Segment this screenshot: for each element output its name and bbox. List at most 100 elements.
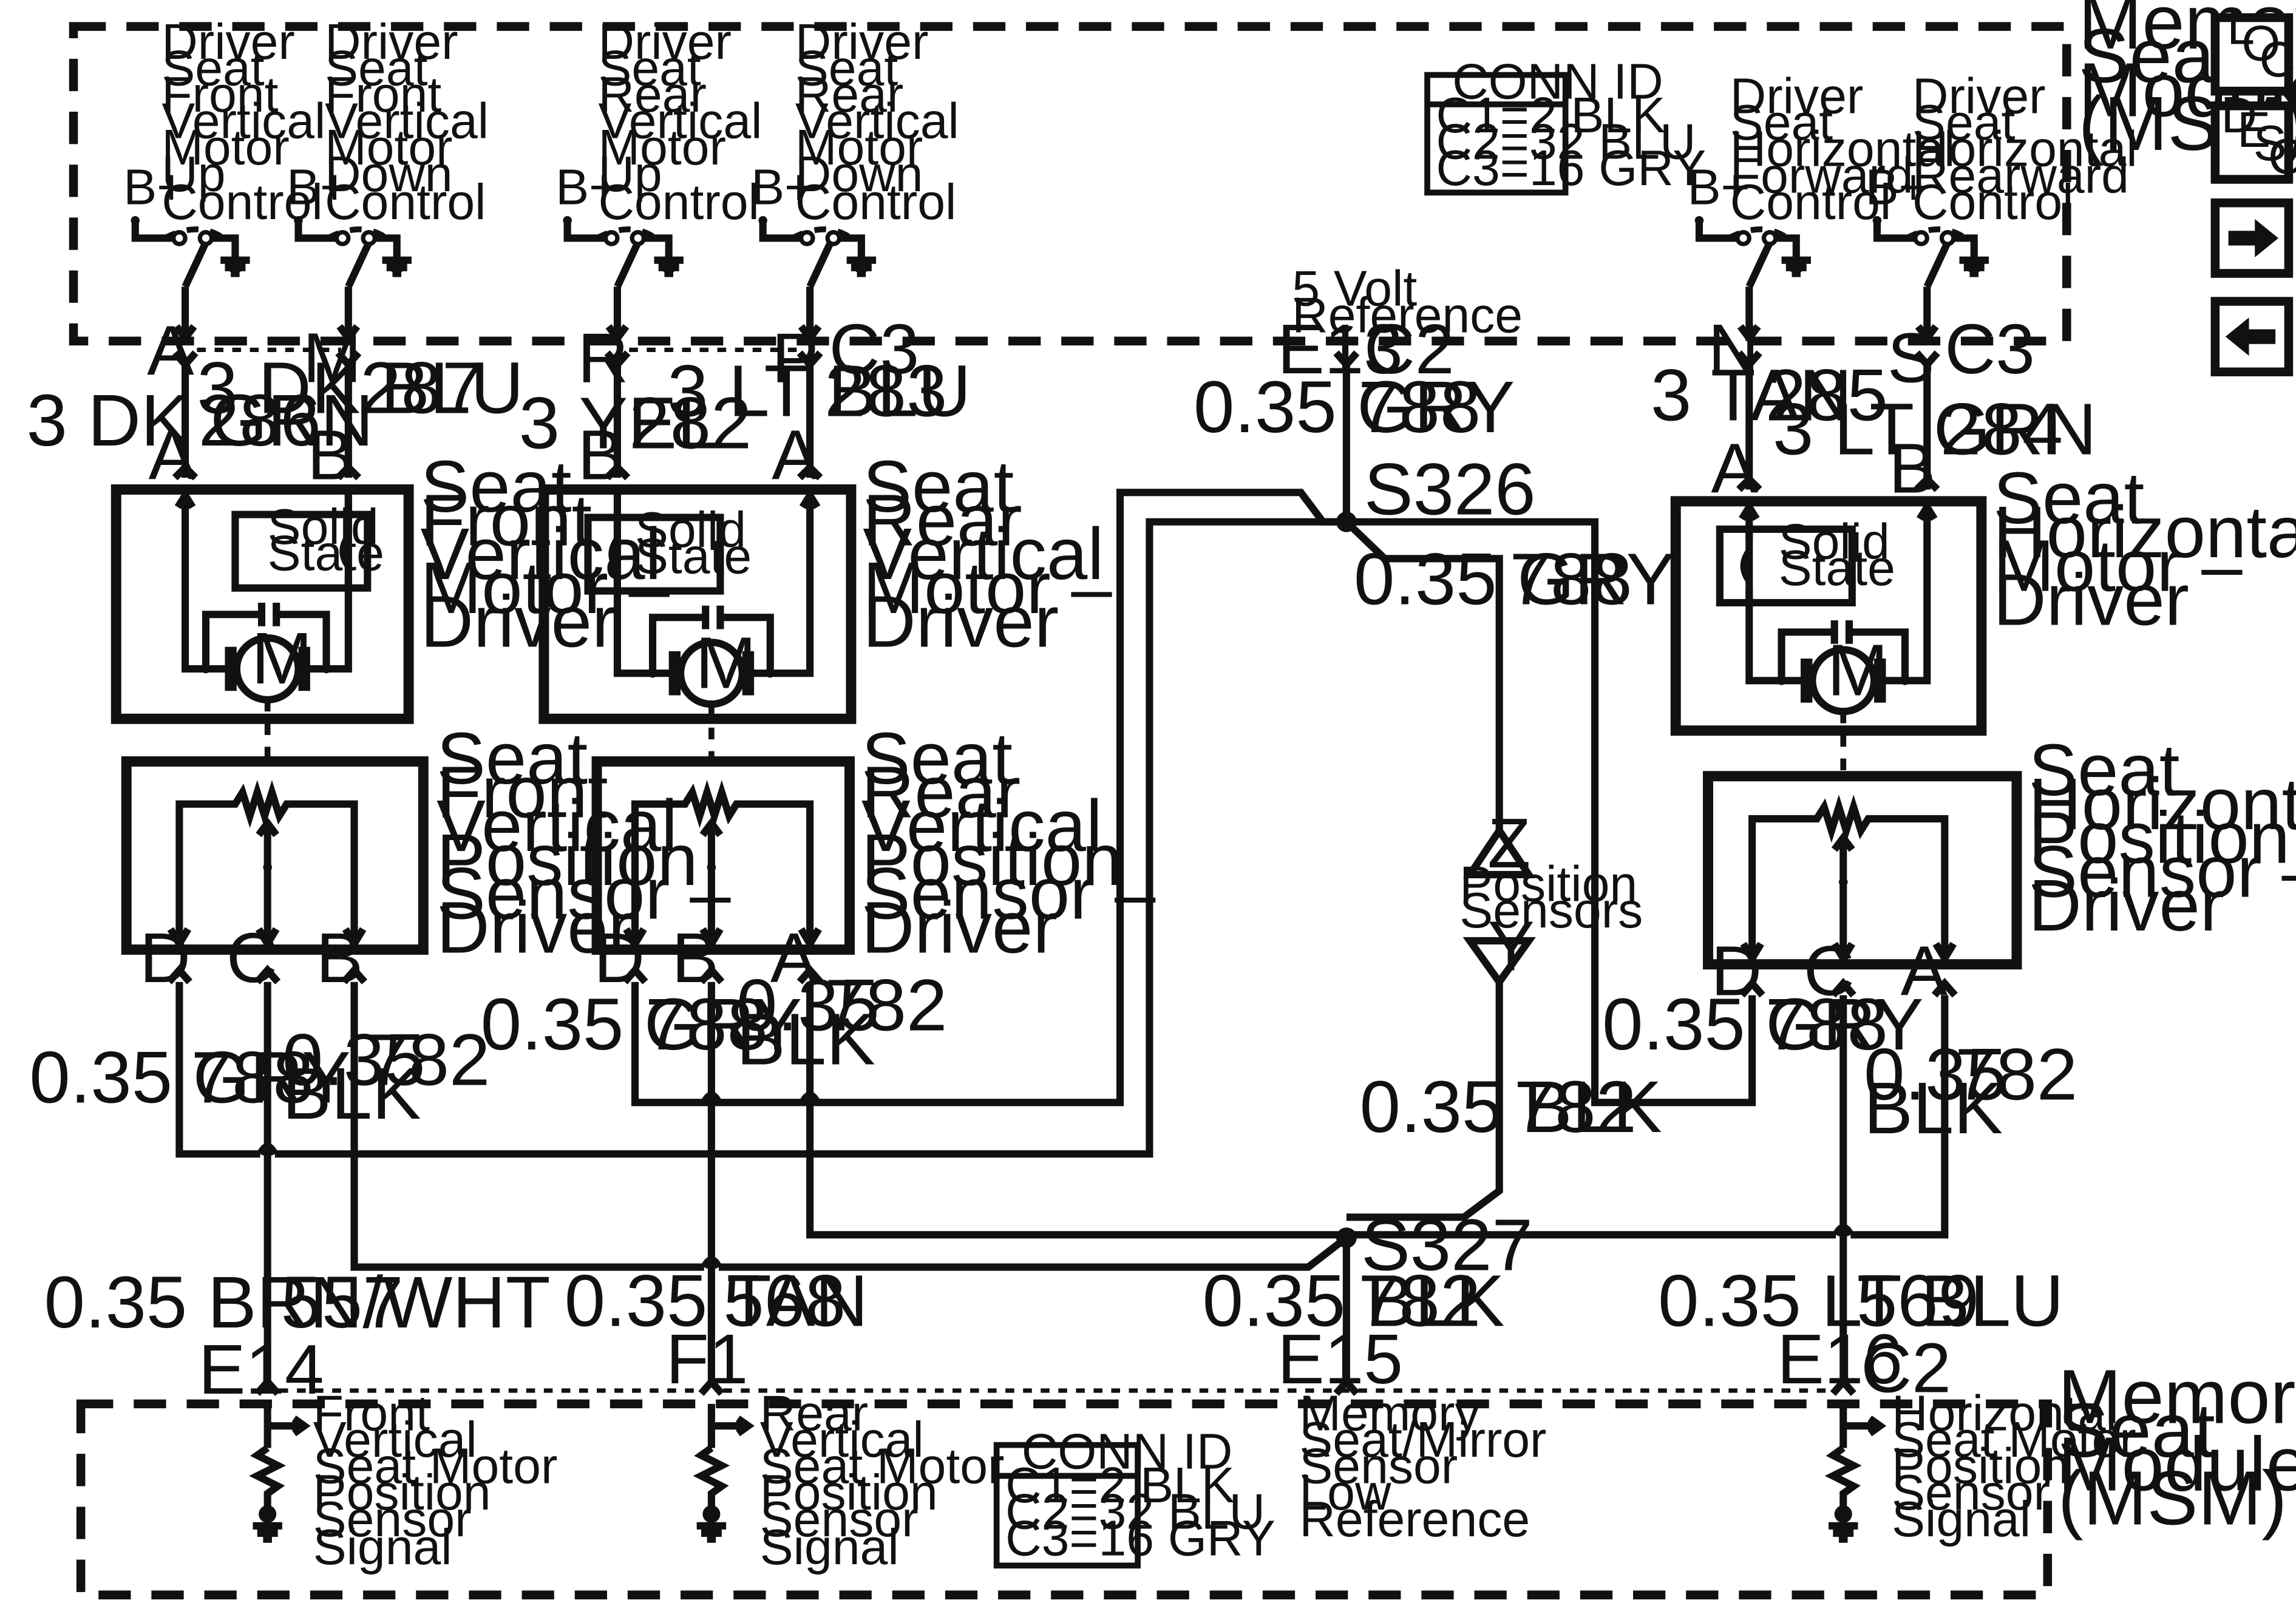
svg-text:B+: B+ <box>555 160 618 215</box>
svg-text:Horizontal: Horizontal <box>1912 121 2138 177</box>
sensor-rear-vertical-name: Seat Rear Vertical Position Sensor – Dri… <box>861 717 1156 969</box>
relay-switch-front-up: B+ <box>123 160 250 345</box>
svg-text:BLK: BLK <box>736 997 875 1080</box>
svg-text:(MSM): (MSM) <box>2058 1455 2288 1541</box>
svg-text:0.35 BLK: 0.35 BLK <box>1360 1065 1662 1148</box>
svg-text:Seat: Seat <box>325 40 427 96</box>
svg-text:D: D <box>2221 87 2257 143</box>
svg-text:B: B <box>307 416 355 495</box>
svg-text:Forward: Forward <box>1730 147 1914 203</box>
relay-switch-front-down: B+ <box>287 160 412 345</box>
svg-text:Motor –: Motor – <box>863 546 1112 629</box>
svg-text:0.35: 0.35 <box>1864 1033 2007 1116</box>
svg-text:M: M <box>695 621 756 703</box>
svg-text:C2: C2 <box>1364 310 1455 388</box>
svg-text:3 TAN: 3 TAN <box>1651 354 1852 436</box>
svg-text:Horizontal: Horizontal <box>1730 121 1955 177</box>
svg-text:C3=16 GRY: C3=16 GRY <box>1005 1510 1275 1566</box>
svg-text:Seat: Seat <box>2028 728 2179 811</box>
sensor-front-vertical: D C B <box>121 756 429 997</box>
motor-rear-vertical: B A Solid State M <box>538 416 857 762</box>
svg-text:A: A <box>1711 429 1758 507</box>
svg-text:Signal: Signal <box>313 1519 452 1575</box>
svg-text:Position: Position <box>436 818 698 901</box>
conn-id-table-top: CONN ID C1=2 BLK C2=32 BLU C3=16 GRY <box>1424 53 1706 196</box>
next-page-button[interactable] <box>2210 198 2294 278</box>
svg-text:Seat: Seat <box>861 717 1013 799</box>
svg-text:Vertical: Vertical <box>325 93 489 149</box>
svg-text:0.35 GRY: 0.35 GRY <box>29 1036 350 1118</box>
svg-text:Sensor –: Sensor – <box>2028 830 2296 912</box>
sensor-front-vertical-name: Seat Front Vertical Position Sensor – Dr… <box>436 717 731 969</box>
svg-text:3 DK GRN: 3 DK GRN <box>27 379 374 461</box>
svg-text:Rear: Rear <box>598 67 706 123</box>
svg-text:Y: Y <box>1487 906 1535 985</box>
bottom-signal-label-front: Front Vertical Seat Motor Position Senso… <box>313 1385 558 1575</box>
svg-text:Signal: Signal <box>1892 1491 2031 1547</box>
svg-text:E13: E13 <box>1277 310 1403 388</box>
svg-text:Control: Control <box>1730 174 1891 230</box>
svg-text:C1=2 BLK: C1=2 BLK <box>1436 87 1666 143</box>
svg-text:State: State <box>1779 540 1895 596</box>
svg-text:Driver: Driver <box>1730 68 1864 124</box>
msm-top-box <box>69 22 2071 346</box>
svg-text:State: State <box>635 529 752 585</box>
svg-text:568: 568 <box>723 1259 846 1341</box>
svg-text:Position: Position <box>760 1465 938 1520</box>
svg-text:State: State <box>268 526 384 581</box>
svg-text:Motor: Motor <box>161 120 289 175</box>
svg-text:Rearward: Rearward <box>1912 147 2129 203</box>
svg-text:286: 286 <box>199 379 321 461</box>
motor-rear-vertical-name: Seat Rear Vertical Motor – Driver <box>863 445 1112 663</box>
svg-text:3 LT BLU: 3 LT BLU <box>667 349 971 432</box>
svg-text:Memory: Memory <box>1299 1385 1479 1441</box>
svg-text:Rear: Rear <box>760 1385 868 1441</box>
arrow-left-icon <box>2225 317 2276 356</box>
previous-page-button[interactable] <box>2210 297 2294 376</box>
svg-text:C2: C2 <box>1861 1328 1951 1407</box>
relay-switch-horizontal-forward: B+ <box>1688 160 1811 345</box>
svg-text:Solid: Solid <box>1779 514 1890 569</box>
top-wires <box>182 364 1931 522</box>
svg-text:Vertical: Vertical <box>161 93 325 149</box>
svg-text:Driver: Driver <box>1993 558 2189 640</box>
svg-text:S326: S326 <box>1364 448 1536 531</box>
svg-text:Driver: Driver <box>598 14 732 70</box>
svg-text:Module: Module <box>2058 1422 2296 1507</box>
bottom-signal-label-memory: Memory Seat/Mirror Sensor Low Reference <box>1299 1385 1546 1547</box>
svg-text:Motor: Motor <box>325 120 452 175</box>
svg-text:782: 782 <box>1514 1065 1637 1148</box>
svg-text:Control: Control <box>795 174 956 230</box>
svg-text:788: 788 <box>1358 365 1481 448</box>
svg-text:Sensor: Sensor <box>760 1491 919 1547</box>
svg-text:Motor: Motor <box>795 120 923 175</box>
five-volt-reference-label: 5 Volt Reference <box>1292 261 1523 344</box>
svg-text:0.35 GRY: 0.35 GRY <box>1194 365 1515 448</box>
svg-text:A: A <box>1901 932 1948 1011</box>
svg-text:Horizontal: Horizontal <box>1993 490 2296 573</box>
svg-text:L: L <box>2227 0 2255 55</box>
svg-text:A: A <box>149 416 196 495</box>
bottom-signal-label-horizontal: Horizontal Seat Motor Position Sensor Si… <box>1892 1385 2136 1547</box>
bottom-connector-pins: E14 F1 E15 E16 C2 <box>199 1320 1951 1409</box>
svg-text:Low: Low <box>1299 1465 1391 1520</box>
svg-text:CONN ID: CONN ID <box>1022 1423 1233 1479</box>
svg-text:Horizontal: Horizontal <box>2028 762 2296 845</box>
svg-text:Down: Down <box>325 146 452 202</box>
svg-text:Front: Front <box>436 751 608 833</box>
loc-button[interactable]: L O C <box>2210 0 2295 96</box>
desc-button[interactable]: D E S C <box>2210 87 2296 185</box>
svg-text:0.35 LT BLU: 0.35 LT BLU <box>1658 1259 2063 1341</box>
top-wire-labels: 3 DK GRN 286 3 DK BLU 287 3 YEL 282 3 LT… <box>27 347 2097 470</box>
svg-text:3 DK BLU: 3 DK BLU <box>197 347 523 429</box>
svg-text:0.35 BLK: 0.35 BLK <box>1203 1259 1505 1341</box>
svg-text:Control: Control <box>325 174 486 230</box>
svg-text:Seat: Seat <box>863 445 1014 527</box>
svg-text:Vertical: Vertical <box>863 512 1104 595</box>
svg-text:Seat: Seat <box>598 40 701 96</box>
svg-text:284: 284 <box>1940 387 2063 470</box>
